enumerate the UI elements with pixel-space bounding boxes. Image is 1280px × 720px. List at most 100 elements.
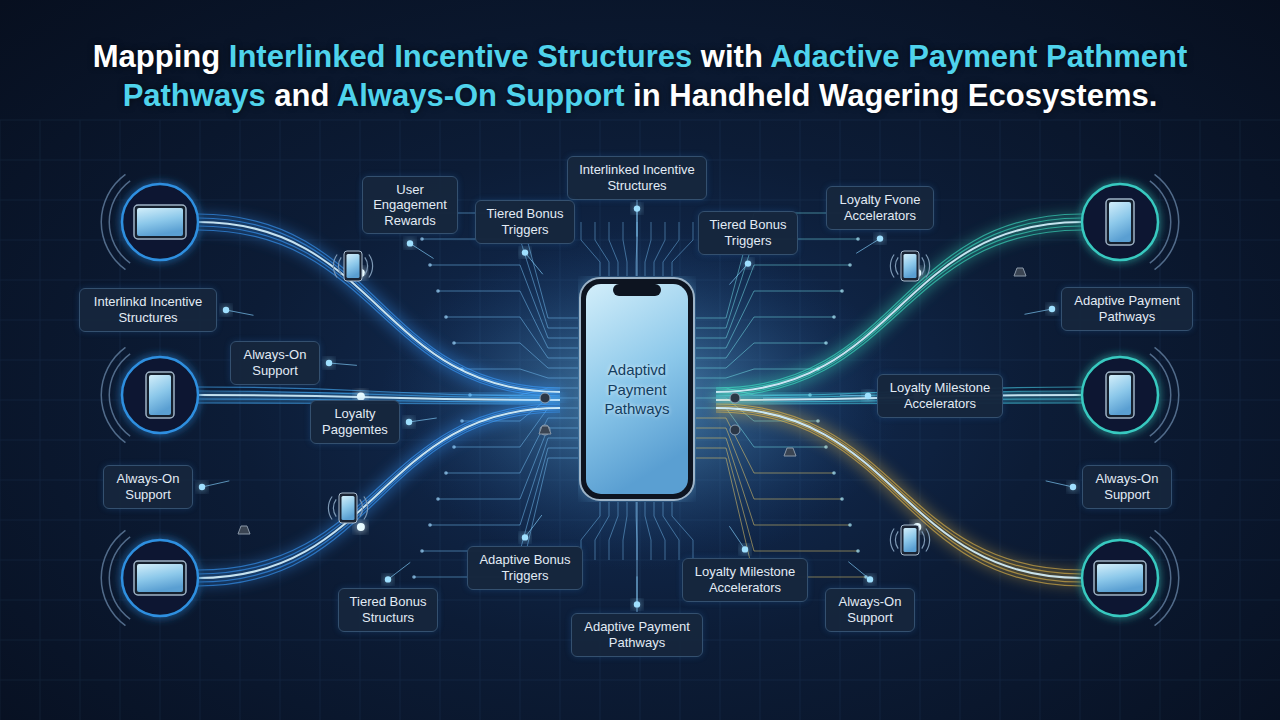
- glow-strand: [198, 226, 560, 394]
- label-box: Interlinked Incentive Structures: [567, 156, 707, 199]
- device-circle: [100, 530, 198, 626]
- circuit-line: [623, 502, 627, 560]
- title-word: Pathways: [123, 78, 275, 113]
- anchor-dot: [745, 260, 751, 266]
- junction-dot: [730, 425, 740, 435]
- phone-screen: [342, 496, 355, 520]
- circuit-dot: [420, 237, 424, 241]
- circuit-line: [696, 291, 842, 348]
- title-word: Incentive: [394, 39, 537, 74]
- marker-symbol: [238, 526, 250, 534]
- signal-arc: [100, 347, 125, 443]
- small-phone: [333, 251, 373, 281]
- circuit-line: [696, 448, 858, 551]
- anchor-dot: [522, 249, 528, 255]
- title-word: with: [701, 39, 770, 74]
- leader-line: [525, 253, 543, 275]
- circuit-dot: [428, 523, 432, 527]
- signal-arc: [895, 531, 899, 549]
- glow-strand: [716, 408, 1082, 578]
- glow-strand: [198, 230, 560, 396]
- circuit-line: [637, 502, 638, 612]
- circuit-dot: [840, 497, 844, 501]
- glow-strand: [198, 404, 560, 570]
- signal-arc: [1149, 536, 1171, 619]
- grid-line: [200, 120, 201, 720]
- label-box: User Engagement Rewards: [362, 176, 458, 235]
- title-word: Handheld: [669, 78, 819, 113]
- phone-screen: [586, 284, 688, 494]
- device-screen: [1109, 202, 1131, 242]
- circuit-line: [595, 502, 609, 560]
- anchor-dot: [877, 235, 883, 241]
- title-word: Wagering: [819, 78, 968, 113]
- glow-strand: [716, 404, 1082, 570]
- leader-line: [848, 562, 870, 580]
- box-label: Interlinked Incentive Structures: [577, 162, 697, 193]
- device-ring: [1082, 184, 1158, 260]
- leader-line: [1046, 481, 1073, 487]
- grid-line: [1200, 120, 1201, 720]
- circuit-dot: [832, 471, 836, 475]
- device-ring: [122, 184, 198, 260]
- circuit-line: [422, 448, 578, 551]
- box-label: Always-On Support: [240, 347, 310, 378]
- small-phone: [890, 525, 930, 555]
- leader-line: [388, 562, 410, 579]
- leader-line: [202, 481, 229, 487]
- anchor-dot: [742, 546, 748, 552]
- label-box: Tiered Bonus Triggers: [698, 211, 798, 254]
- box-label: Always-On Support: [835, 594, 905, 625]
- signal-arc: [364, 257, 368, 275]
- circuit-dot: [848, 523, 852, 527]
- circuit-line: [663, 222, 679, 276]
- leader-line: [729, 264, 748, 285]
- grid-line: [1000, 120, 1001, 720]
- title-word: Ecosystems.: [968, 78, 1158, 113]
- grid-line: [0, 120, 1280, 121]
- anchor-dots: [199, 205, 1076, 607]
- grid-line: [1160, 120, 1161, 720]
- circuit-line: [581, 222, 600, 276]
- title-word: Support: [506, 78, 633, 113]
- device-icon: [1094, 561, 1146, 595]
- junction-dot: [540, 393, 550, 403]
- anchor-dot: [865, 393, 871, 399]
- anchor-dot: [406, 419, 412, 425]
- title-word: and: [274, 78, 337, 113]
- box-label: Loyalty Paggemtes: [320, 406, 390, 437]
- device-icon: [146, 372, 174, 418]
- phone-icon: [901, 251, 919, 281]
- signal-arc: [921, 531, 925, 549]
- phone-icon: [344, 251, 362, 281]
- title-word: in: [633, 78, 669, 113]
- glow-halo: [716, 408, 1082, 578]
- device-circle: [100, 347, 198, 443]
- circuit-line: [645, 502, 651, 560]
- device-icon: [1106, 199, 1134, 245]
- signal-arc: [368, 254, 373, 278]
- junction-dot: [540, 425, 550, 435]
- leader-line: [409, 418, 437, 422]
- glow-strand: [716, 410, 1082, 582]
- circuit-line: [696, 343, 826, 368]
- device-screen: [137, 208, 183, 236]
- signal-arc: [1154, 530, 1179, 626]
- circuit-line: [422, 239, 578, 328]
- circuit-line: [430, 265, 578, 338]
- circuit-line: [595, 222, 609, 276]
- circuit-dot: [840, 289, 844, 293]
- circuit-line: [438, 291, 578, 348]
- device-ring: [122, 357, 198, 433]
- circuit-dot: [436, 289, 440, 293]
- grid-line: [40, 120, 41, 720]
- signal-arc: [363, 496, 368, 520]
- phone-body: [580, 278, 694, 500]
- title: Mapping Interlinked Incentive Structures…: [20, 38, 1260, 116]
- title-word: Pathment: [1046, 39, 1187, 74]
- device-icon: [134, 205, 186, 239]
- glow-strand: [198, 222, 560, 392]
- circuit-dot: [444, 471, 448, 475]
- signal-arc: [1154, 174, 1179, 270]
- phone-icon: [901, 525, 919, 555]
